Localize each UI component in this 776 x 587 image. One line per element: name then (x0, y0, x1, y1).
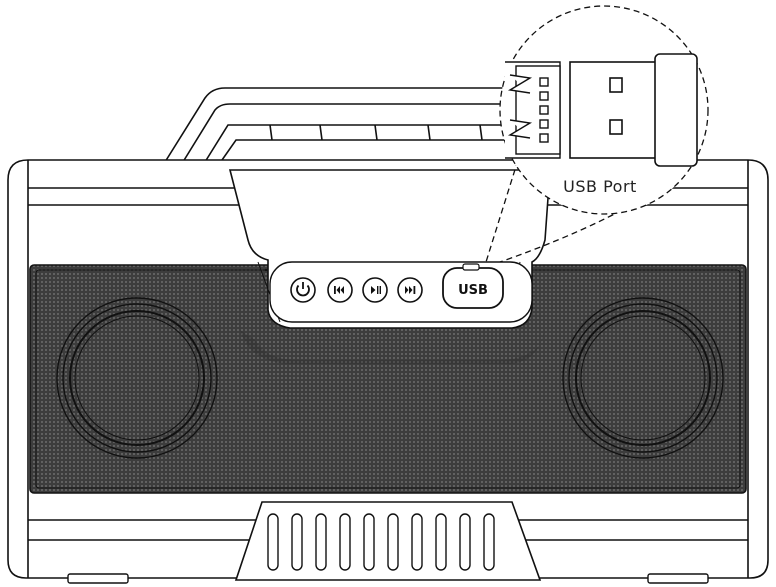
speaker-handle (159, 87, 520, 171)
usb-port-label: USB Port (563, 177, 637, 196)
bottom-vent (234, 501, 542, 581)
play-pause-button[interactable] (362, 277, 388, 303)
play-pause-icon (371, 286, 381, 294)
usb-flash-drive (569, 53, 698, 167)
left-speaker-driver (56, 297, 218, 459)
usb-callout-magnifier: USB Port (499, 5, 709, 215)
previous-track-button[interactable] (327, 277, 353, 303)
usb-port-socket (505, 61, 561, 159)
usb-label: USB (458, 283, 488, 298)
right-speaker-driver (562, 297, 724, 459)
power-button[interactable] (290, 277, 316, 303)
next-track-icon (405, 286, 416, 294)
previous-track-icon (334, 286, 344, 294)
speaker-feet (67, 573, 709, 584)
usb-port-cover[interactable]: USB (442, 263, 504, 309)
power-icon (296, 282, 310, 297)
next-track-button[interactable] (397, 277, 423, 303)
